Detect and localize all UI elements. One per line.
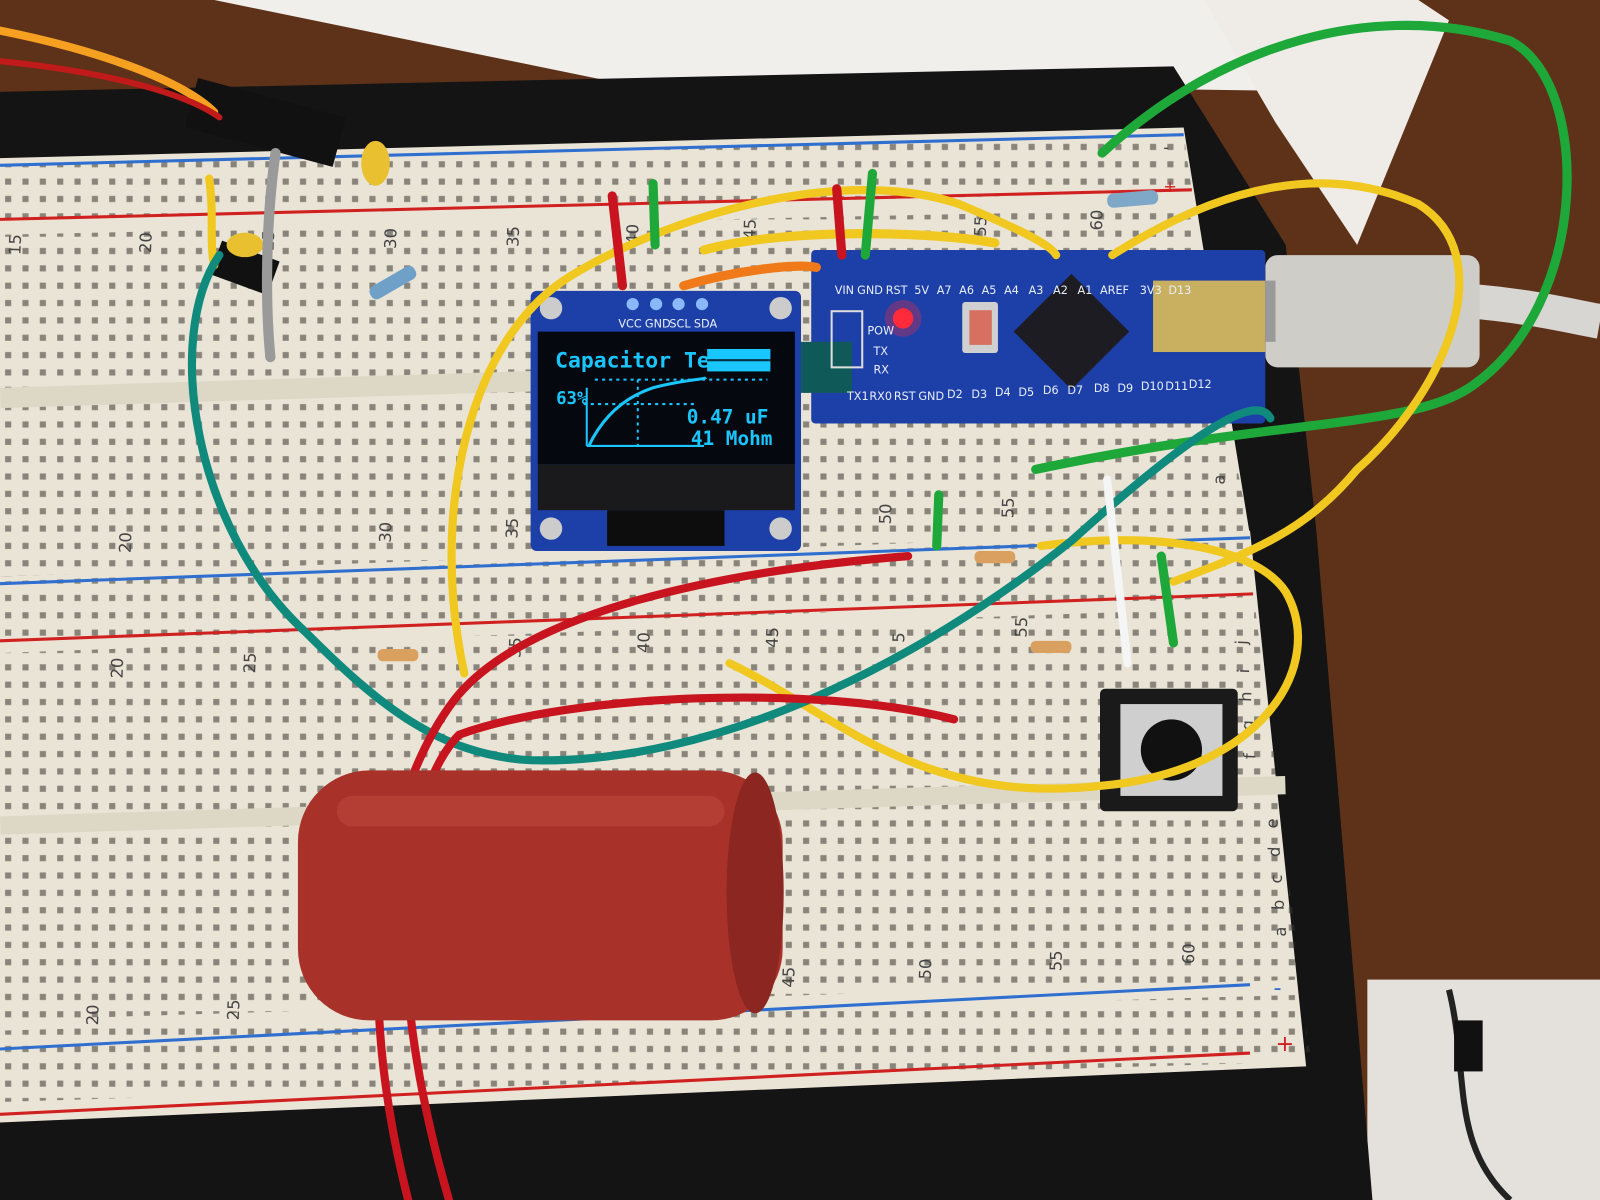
pin-label: D12 xyxy=(1189,378,1212,391)
column-number: 20 xyxy=(136,232,156,253)
rail-sign-minus: - xyxy=(1163,138,1169,157)
column-number: 45 xyxy=(779,966,799,987)
column-number: 60 xyxy=(1087,209,1107,230)
pin-label-gnd: GND xyxy=(645,318,671,331)
paper-sheet-right xyxy=(1204,0,1449,245)
pin-label: D8 xyxy=(1094,382,1110,395)
oled-display-module: VCC GND SCL SDA Capacitor Test 63% 0.47 … xyxy=(530,290,802,552)
pin-label: D4 xyxy=(995,386,1011,399)
column-number: 15 xyxy=(5,234,25,255)
pin-label: A2 xyxy=(1053,284,1068,297)
column-number: 25 xyxy=(240,652,260,673)
pin-label: AREF xyxy=(1100,284,1129,297)
column-number: 55 xyxy=(998,497,1018,518)
column-number: 35 xyxy=(502,517,522,538)
pin-label: GND xyxy=(918,390,944,403)
pin-label: 5V xyxy=(914,284,929,297)
lower-column-numbers: 20 25 35 40 45 5 55 20 25 45 50 55 60 j … xyxy=(83,616,1294,1057)
column-number: 30 xyxy=(381,228,401,249)
upper-column-numbers: 15 20 25 30 35 40 45 55 60 20 30 35 50 5… xyxy=(5,138,1228,553)
pin-label: D6 xyxy=(1043,384,1059,397)
pin-label: D10 xyxy=(1141,380,1164,393)
oled-charge-curve xyxy=(583,376,768,447)
oled-percent-label: 63% xyxy=(556,389,588,409)
column-number: 60 xyxy=(1179,943,1199,964)
pin-label-scl: SCL xyxy=(669,318,691,331)
column-number: 55 xyxy=(1046,950,1066,971)
column-number: 45 xyxy=(763,627,783,648)
row-letter: e xyxy=(1263,818,1282,829)
column-number: 55 xyxy=(971,215,991,236)
row-letter: g xyxy=(1238,720,1257,731)
led-label-pow: POW xyxy=(867,325,894,338)
arduino-nano-board: VIN GND RST 5V A7 A6 A5 A4 A3 A2 A1 AREF… xyxy=(801,250,1266,424)
column-number: 20 xyxy=(83,1004,103,1025)
rail-sign-plus: + xyxy=(1276,1031,1295,1057)
pin-label: D7 xyxy=(1067,384,1083,397)
arduino-top-pin-labels: VIN GND RST 5V A7 A6 A5 A4 A3 A2 A1 AREF… xyxy=(835,284,1192,297)
pin-label: GND xyxy=(857,284,883,297)
column-number: 45 xyxy=(740,219,760,240)
pin-label: RX0 xyxy=(869,390,892,403)
row-letter: i xyxy=(1234,668,1253,673)
pin-label: 3V3 xyxy=(1140,284,1162,297)
row-letter: j xyxy=(1232,640,1251,646)
row-letters-top: j i h g f xyxy=(1232,640,1259,759)
column-number: 50 xyxy=(916,958,936,979)
pin-label: D9 xyxy=(1117,382,1133,395)
row-letter: d xyxy=(1265,846,1284,857)
column-number: 30 xyxy=(376,522,396,543)
film-capacitor xyxy=(297,770,784,1021)
column-number: 5 xyxy=(889,632,908,643)
row-letter: b xyxy=(1269,899,1288,910)
column-number: 55 xyxy=(1012,616,1032,637)
pin-label: D11 xyxy=(1165,380,1188,393)
column-number: 50 xyxy=(876,503,896,524)
pin-label: RST xyxy=(886,284,908,297)
pin-label: A4 xyxy=(1004,284,1019,297)
oled-progress-blocks xyxy=(707,348,771,372)
oled-capacitance-value: 0.47 uF xyxy=(687,405,769,428)
pin-label: D13 xyxy=(1168,284,1191,297)
resistors xyxy=(369,190,1159,662)
pin-label: VIN xyxy=(835,284,854,297)
pin-label: D3 xyxy=(971,388,987,401)
arduino-bottom-pin-labels: TX1 RX0 RST GND D2 D3 D4 D5 D6 D7 D8 D9 … xyxy=(846,378,1212,403)
row-letter: f xyxy=(1240,752,1259,760)
oled-title: Capacitor Test xyxy=(555,348,735,373)
row-letters-bottom: e d c b a xyxy=(1263,818,1291,937)
pin-label: RST xyxy=(894,390,916,403)
power-led xyxy=(892,308,914,329)
pin-label: TX1 xyxy=(846,390,869,403)
row-letter: c xyxy=(1267,874,1286,884)
row-letter: h xyxy=(1236,691,1255,702)
column-number: 20 xyxy=(107,657,127,678)
column-number: 20 xyxy=(116,532,136,553)
rail-sign-plus: + xyxy=(1163,177,1177,196)
arduino-led-labels: POW TX RX xyxy=(867,325,894,377)
row-letter: a xyxy=(1209,474,1228,485)
column-number: 40 xyxy=(634,632,654,653)
pin-label: A5 xyxy=(982,284,997,297)
pin-label: A1 xyxy=(1078,284,1093,297)
oled-resistance-value: 41 Mohm xyxy=(691,427,773,450)
pin-label: D5 xyxy=(1018,386,1034,399)
pin-label: D2 xyxy=(947,388,963,401)
led-label-rx: RX xyxy=(873,363,889,376)
column-number: 25 xyxy=(224,999,244,1020)
pin-label-sda: SDA xyxy=(694,318,718,331)
column-number: 35 xyxy=(503,226,523,247)
led-label-tx: TX xyxy=(872,345,888,358)
rail-sign-minus: - xyxy=(1273,975,1281,1001)
pin-label-vcc: VCC xyxy=(618,318,642,331)
row-letter: a xyxy=(1271,926,1290,937)
pin-label: A7 xyxy=(937,284,952,297)
pin-label: A3 xyxy=(1029,284,1044,297)
pin-label: A6 xyxy=(959,284,974,297)
